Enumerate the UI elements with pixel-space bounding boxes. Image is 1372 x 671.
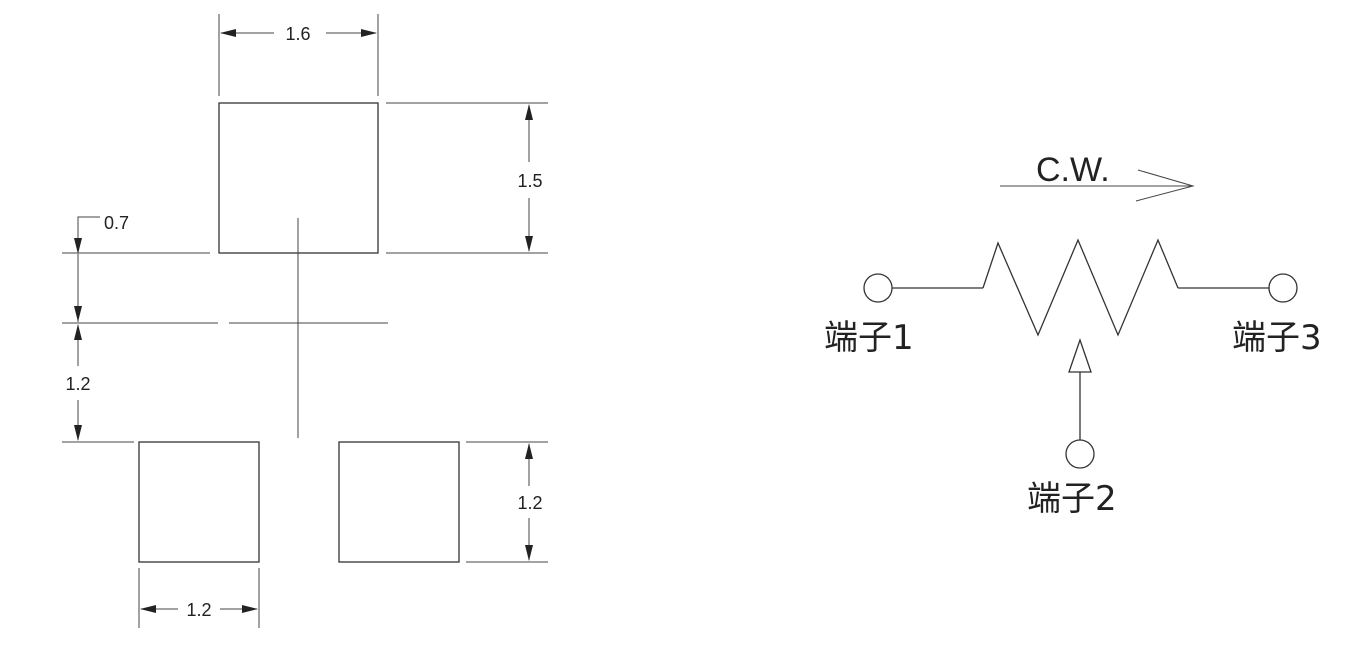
dim-top-width-text: 1.6	[285, 24, 310, 44]
potentiometer-schematic: C.W. 端子1 端子3 端子2	[824, 151, 1322, 519]
terminal-1-circle	[863, 273, 893, 303]
dim-top-height: 1.5	[517, 104, 543, 252]
bottom-left-pad	[138, 441, 260, 563]
resistor-zigzag	[982, 238, 1179, 337]
clockwise-arrow-head	[1135, 169, 1195, 202]
dim-bottom-width: 1.2	[140, 600, 258, 620]
footprint-drawing: 1.6 1.5 0.7 1.2	[62, 14, 548, 628]
dim-gap-text: 1.2	[65, 374, 90, 394]
dim-bottom-height-text: 1.2	[517, 493, 542, 513]
bottom-right-pad	[338, 441, 460, 563]
dim-bottom-height: 1.2	[517, 443, 543, 561]
terminal-3-label: 端子3	[1232, 318, 1322, 358]
terminal-3-circle	[1268, 273, 1298, 303]
clockwise-label: C.W.	[1036, 151, 1110, 189]
dim-offset: 0.7	[74, 213, 129, 322]
wiper	[1065, 338, 1095, 469]
dim-top-width: 1.6	[220, 24, 377, 44]
dim-bottom-width-text: 1.2	[186, 600, 211, 620]
dim-offset-text: 0.7	[104, 213, 129, 233]
wiper-arrow-head	[1068, 338, 1092, 373]
clockwise-indicator: C.W.	[1000, 151, 1195, 202]
dim-gap: 1.2	[65, 324, 91, 441]
terminal-2-circle	[1065, 439, 1095, 469]
terminal-1-label: 端子1	[824, 318, 914, 358]
terminal-2-label: 端子2	[1027, 479, 1117, 519]
dim-top-height-text: 1.5	[517, 171, 542, 191]
